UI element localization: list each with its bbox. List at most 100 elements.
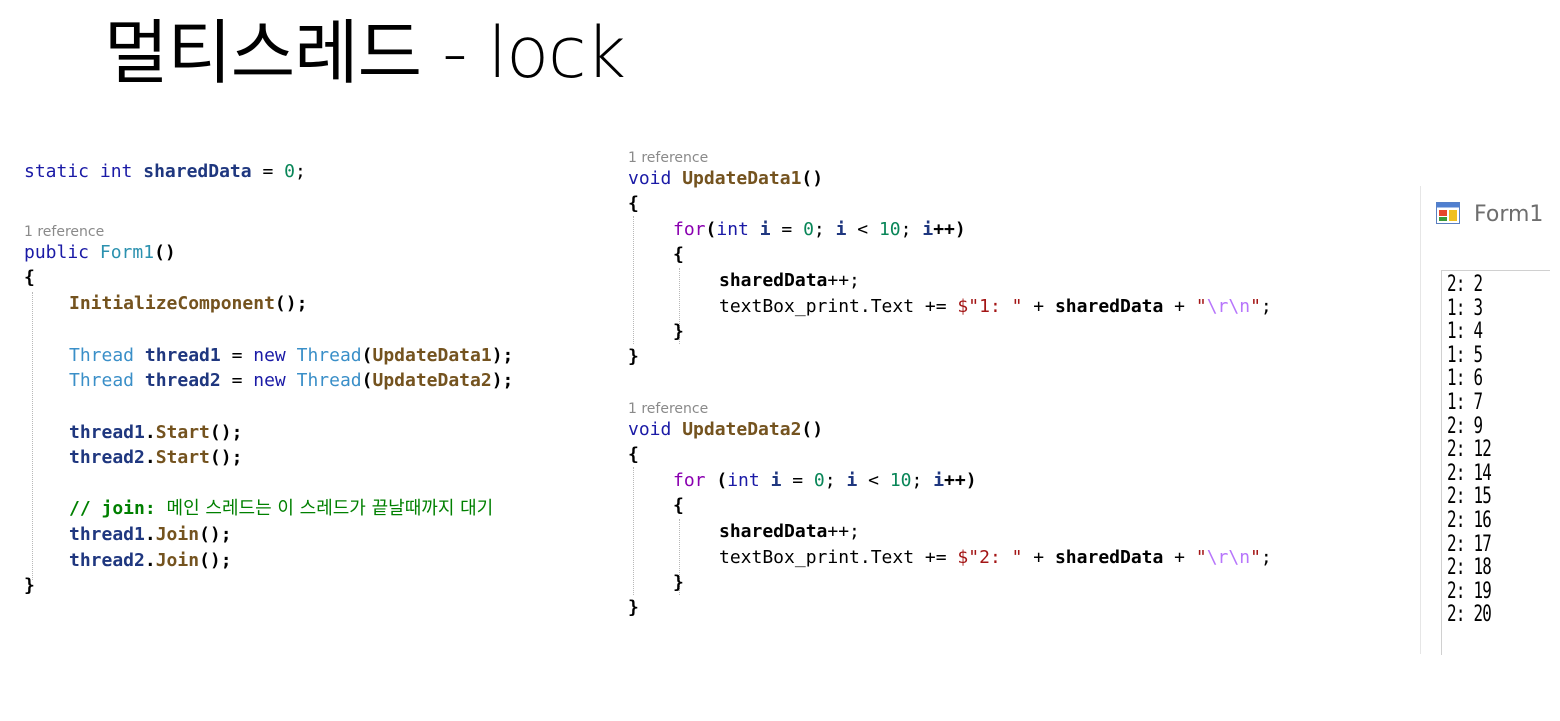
- identifier: thread1: [69, 524, 145, 545]
- operator: +: [1022, 296, 1055, 317]
- operator: =: [781, 470, 814, 491]
- indent-guide: [633, 216, 634, 344]
- output-line: 2: 15: [1447, 484, 1492, 510]
- form-title: Form1: [1474, 202, 1544, 227]
- output-line: 1: 7: [1447, 390, 1483, 415]
- punctuation: ;: [911, 470, 934, 491]
- number-literal: 0: [803, 219, 814, 240]
- identifier: i: [835, 219, 847, 240]
- output-line: 1: 4: [1447, 319, 1483, 345]
- punctuation: ;: [1260, 547, 1272, 568]
- code-brace: }: [628, 597, 639, 618]
- identifier: i: [933, 470, 945, 491]
- punctuation: (: [705, 470, 728, 491]
- output-line: 2: 2: [1447, 272, 1483, 297]
- string-literal: $: [957, 547, 969, 568]
- code-line-thread2-start: thread2.Start();: [69, 446, 242, 470]
- operator: ++;: [827, 270, 860, 291]
- code-brace: }: [673, 572, 684, 593]
- code-brace: }: [673, 321, 684, 342]
- code-brace: {: [24, 267, 35, 288]
- code-line-update-data1-sig: void UpdateData1(): [628, 167, 823, 191]
- code-line-append-text: textBox_print.Text += $"2: " + sharedDat…: [719, 546, 1272, 570]
- code-line-increment: sharedData++;: [719, 269, 860, 293]
- code-line-thread2-join: thread2.Join();: [69, 549, 232, 573]
- output-line: 1: 3: [1447, 295, 1483, 321]
- escape-sequence: \r\n: [1206, 296, 1251, 317]
- reference-codelens[interactable]: 1 reference: [24, 224, 105, 240]
- keyword-control: for: [673, 219, 706, 240]
- indent-guide: [633, 467, 634, 595]
- code-panel-form1: static int sharedData = 0; 1 reference p…: [12, 148, 602, 600]
- code-line-append-text: textBox_print.Text += $"1: " + sharedDat…: [719, 295, 1272, 319]
- method-call: Join: [155, 524, 200, 545]
- indent-guide: [32, 292, 33, 580]
- punctuation: (): [801, 419, 824, 440]
- reference-codelens[interactable]: 1 reference: [628, 401, 709, 417]
- punctuation: .: [144, 524, 156, 545]
- code-line-form1-ctor: public Form1(): [24, 241, 176, 265]
- punctuation: ();: [199, 550, 232, 571]
- identifier: thread2: [69, 447, 145, 468]
- punctuation: ++): [944, 470, 977, 491]
- keyword: int: [716, 219, 749, 240]
- identifier: thread2: [144, 370, 221, 391]
- punctuation: );: [491, 345, 514, 366]
- code-line-thread1-decl: Thread thread1 = new Thread(UpdateData1)…: [69, 344, 513, 368]
- code-panel-update-data: 1 reference void UpdateData1() { for(int…: [616, 142, 1328, 624]
- indent-guide: [679, 268, 680, 344]
- keyword: new: [253, 345, 286, 366]
- identifier: sharedData: [143, 161, 252, 182]
- reference-codelens[interactable]: 1 reference: [628, 150, 709, 166]
- identifier: i: [846, 470, 858, 491]
- slide-title: 멀티스레드 - lock: [104, 12, 626, 94]
- output-line: 1: 5: [1447, 342, 1483, 368]
- operator: +: [1163, 547, 1196, 568]
- identifier: thread1: [144, 345, 221, 366]
- punctuation: .: [144, 422, 156, 443]
- method-name: UpdateData2: [682, 419, 802, 440]
- string-literal: ": [1250, 547, 1261, 568]
- punctuation: ;: [813, 219, 836, 240]
- punctuation: ++): [933, 219, 966, 240]
- keyword: static: [24, 161, 90, 182]
- punctuation: ;: [1260, 296, 1272, 317]
- identifier: i: [770, 470, 782, 491]
- punctuation: (: [361, 370, 373, 391]
- output-line: 2: 19: [1447, 578, 1492, 604]
- method-ref: UpdateData2: [372, 370, 492, 391]
- output-line: 2: 12: [1447, 437, 1492, 463]
- string-literal: ": [1195, 296, 1207, 317]
- code-line-thread2-decl: Thread thread2 = new Thread(UpdateData2)…: [69, 369, 513, 393]
- identifier: sharedData: [1054, 296, 1164, 317]
- windows-form-icon: [1436, 202, 1460, 224]
- punctuation: );: [491, 370, 514, 391]
- code-brace: {: [673, 495, 684, 516]
- code-comment-join: // join: 메인 스레드는 이 스레드가 끝날때까지 대기: [69, 497, 493, 521]
- code-line-thread1-start: thread1.Start();: [69, 421, 242, 445]
- keyword: new: [253, 370, 286, 391]
- type-name: Thread: [69, 370, 135, 391]
- string-literal: "1: ": [968, 296, 1023, 317]
- punctuation: .: [144, 550, 156, 571]
- indent-guide: [679, 519, 680, 595]
- output-line: 1: 6: [1447, 366, 1483, 392]
- string-literal: "2: ": [968, 547, 1023, 568]
- form-titlebar[interactable]: Form1: [1421, 186, 1549, 242]
- type-name: Thread: [296, 345, 362, 366]
- punctuation: ();: [274, 293, 308, 314]
- escape-sequence: \r\n: [1206, 547, 1251, 568]
- code-brace: }: [24, 575, 35, 596]
- output-line: 2: 20: [1447, 602, 1492, 628]
- number-literal: 10: [878, 219, 901, 240]
- string-literal: ": [1250, 296, 1261, 317]
- identifier: sharedData: [719, 521, 828, 542]
- code-line-thread1-join: thread1.Join();: [69, 523, 232, 547]
- number-literal: 0: [813, 470, 825, 491]
- keyword: int: [727, 470, 760, 491]
- method-call: Start: [155, 422, 210, 443]
- punctuation: ();: [199, 524, 232, 545]
- code-line-increment: sharedData++;: [719, 520, 860, 544]
